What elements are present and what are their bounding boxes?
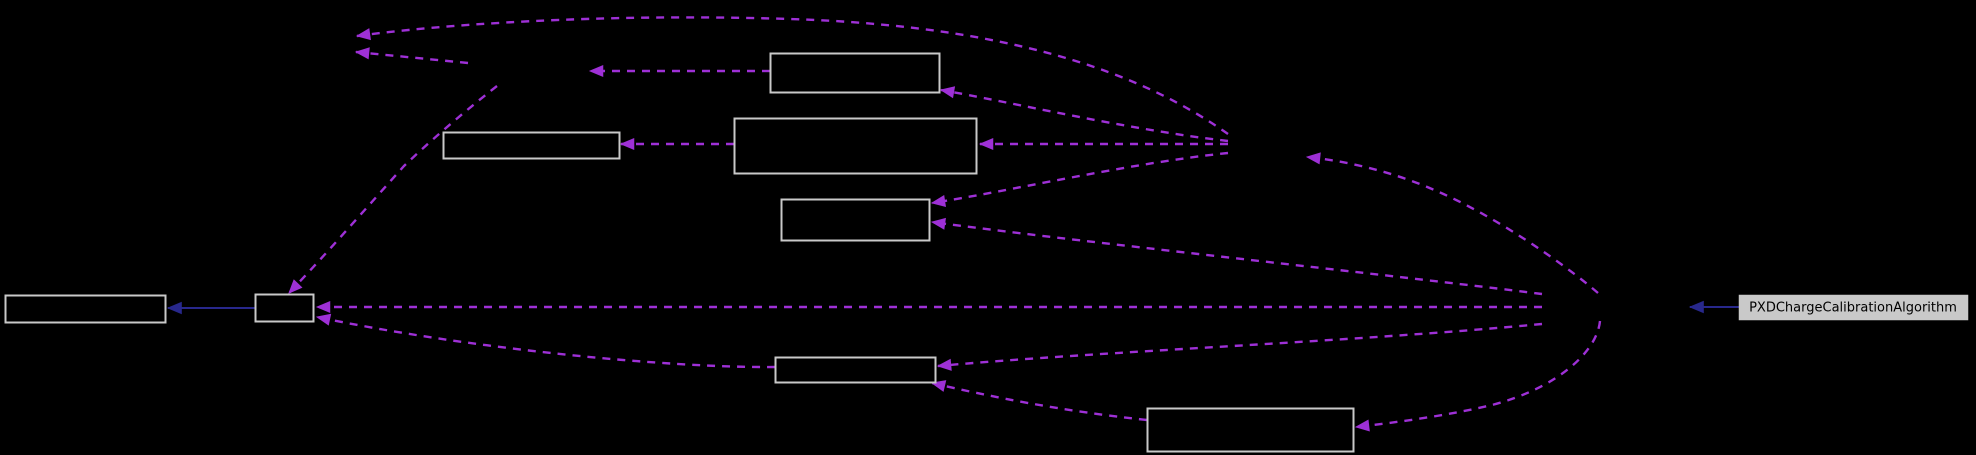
- node-box[interactable]: [733, 117, 978, 175]
- edge-box8-to-box7: [930, 380, 1148, 422]
- node-box[interactable]: [1146, 407, 1355, 453]
- node-box[interactable]: [774, 356, 937, 384]
- graph-main-node[interactable]: PXDChargeCalibrationAlgorithm: [1738, 294, 1969, 321]
- edge-y-down-to-box8: [1354, 320, 1602, 432]
- graph-node-node-3[interactable]: [442, 131, 621, 160]
- edge-y-to-box7: [936, 322, 1543, 371]
- graph-node-node-1[interactable]: [769, 52, 941, 94]
- node-box[interactable]: [254, 293, 315, 323]
- graph-node-node-2[interactable]: [733, 117, 978, 175]
- nodes-layer: PXDChargeCalibrationAlgorithm: [4, 52, 1969, 453]
- graph-node-node-5[interactable]: [4, 294, 167, 324]
- node-box[interactable]: [4, 294, 167, 324]
- graph-node-node-4[interactable]: [780, 198, 931, 242]
- node-box[interactable]: [442, 131, 621, 160]
- edge-x-to-box1: [939, 86, 1229, 143]
- edge-z-to-box6-curve: [288, 85, 498, 294]
- edge-topleft-short: [354, 47, 469, 65]
- edge-y-to-box4: [930, 217, 1543, 296]
- node-box[interactable]: [769, 52, 941, 94]
- edge-y-up-to-x-arc: [1305, 152, 1599, 294]
- main-node-label: PXDChargeCalibrationAlgorithm: [1749, 301, 1957, 316]
- graph-node-node-7[interactable]: [774, 356, 937, 384]
- graph-node-node-6[interactable]: [254, 293, 315, 323]
- node-box[interactable]: [780, 198, 931, 242]
- main-node-box[interactable]: [1738, 294, 1969, 321]
- edge-box7-to-box6: [315, 313, 776, 369]
- graph-node-node-8[interactable]: [1146, 407, 1355, 453]
- edges-layer: [166, 16, 1739, 432]
- edge-top-long-curve: [355, 16, 1229, 135]
